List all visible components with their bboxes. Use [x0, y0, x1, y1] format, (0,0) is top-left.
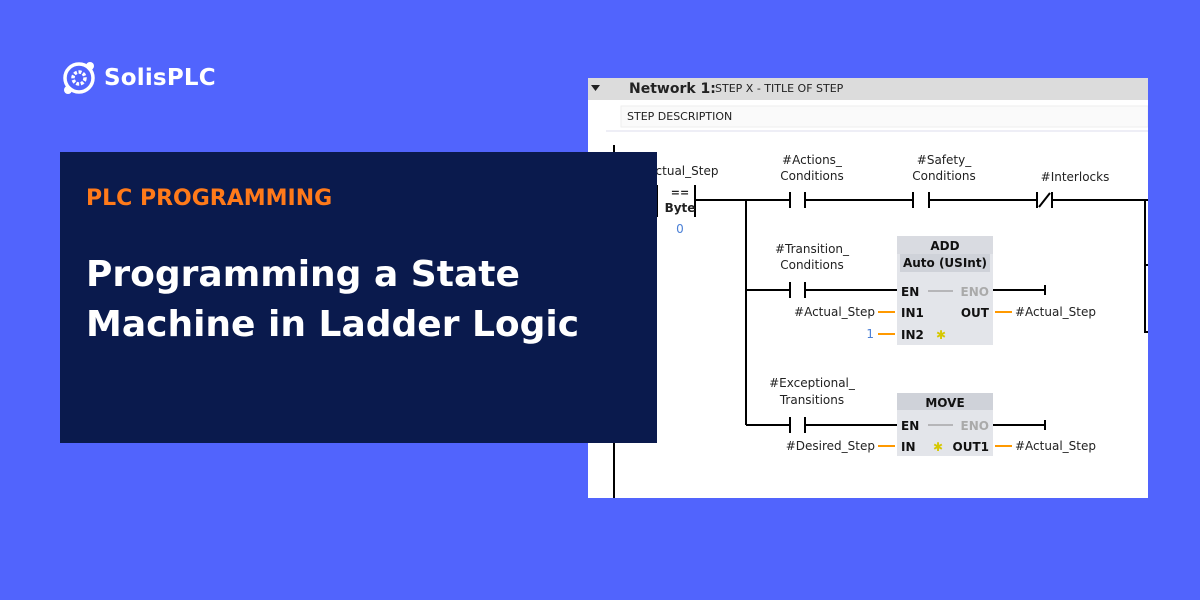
contact-label: Conditions	[912, 169, 976, 183]
move-pin-star-icon[interactable]: ✱	[933, 440, 943, 454]
move-out-var[interactable]: #Actual_Step	[1015, 439, 1096, 453]
contact-label: #Transition_	[775, 242, 850, 256]
pin-eno: ENO	[961, 419, 989, 433]
pin-out: OUT	[961, 306, 990, 320]
ladder-screenshot: Network 1: STEP X - TITLE OF STEP STEP D…	[588, 78, 1148, 498]
compare-value: 0	[676, 222, 684, 236]
article-category: PLC PROGRAMMING	[86, 186, 333, 211]
contact-label: Conditions	[780, 169, 844, 183]
collapse-triangle-icon[interactable]	[591, 85, 600, 91]
compare-op: ==	[671, 186, 689, 199]
pin-eno: ENO	[961, 285, 989, 299]
brand-logo: SolisPLC	[60, 59, 216, 97]
contact-label: Conditions	[780, 258, 844, 272]
article-title: Programming a State Machine in Ladder Lo…	[86, 254, 580, 345]
move-block[interactable]: MOVE EN ENO IN OUT1 ✱	[897, 393, 993, 456]
description-box[interactable]	[620, 105, 1148, 128]
network-title[interactable]: STEP X - TITLE OF STEP	[715, 82, 844, 95]
contact-label: #Actions_	[782, 153, 843, 167]
network-label: Network 1:	[629, 81, 716, 97]
brand-name: SolisPLC	[104, 65, 216, 91]
gear-orbit-logo-icon	[63, 62, 95, 94]
contact-label: #Exceptional_	[769, 376, 856, 390]
add-in1-var[interactable]: #Actual_Step	[794, 305, 875, 319]
pin-in1: IN1	[901, 306, 924, 320]
network-header-bar	[588, 78, 1148, 100]
block-name: MOVE	[925, 396, 964, 410]
contact-label: #Interlocks	[1041, 170, 1110, 184]
pin-in2: IN2	[901, 328, 924, 342]
block-name: ADD	[930, 239, 959, 253]
contact-label: #Safety_	[917, 153, 972, 167]
move-in-var[interactable]: #Desired_Step	[786, 439, 875, 453]
network-description: STEP DESCRIPTION	[627, 110, 732, 123]
pin-en: EN	[901, 419, 919, 433]
pin-out1: OUT1	[953, 440, 989, 454]
compare-operand: ctual_Step	[656, 164, 719, 178]
add-pin-star-icon[interactable]: ✱	[936, 328, 946, 342]
pin-en: EN	[901, 285, 919, 299]
block-type: Auto (USInt)	[903, 256, 987, 270]
add-out-var[interactable]: #Actual_Step	[1015, 305, 1096, 319]
pin-in: IN	[901, 440, 916, 454]
add-in2-value[interactable]: 1	[866, 327, 874, 341]
title-panel: PLC PROGRAMMING Programming a State Mach…	[60, 152, 657, 443]
add-block[interactable]: ADD Auto (USInt) EN ENO IN1 OUT IN2 ✱	[897, 236, 993, 345]
compare-type: Byte	[665, 201, 696, 215]
contact-label: Transitions	[779, 393, 844, 407]
